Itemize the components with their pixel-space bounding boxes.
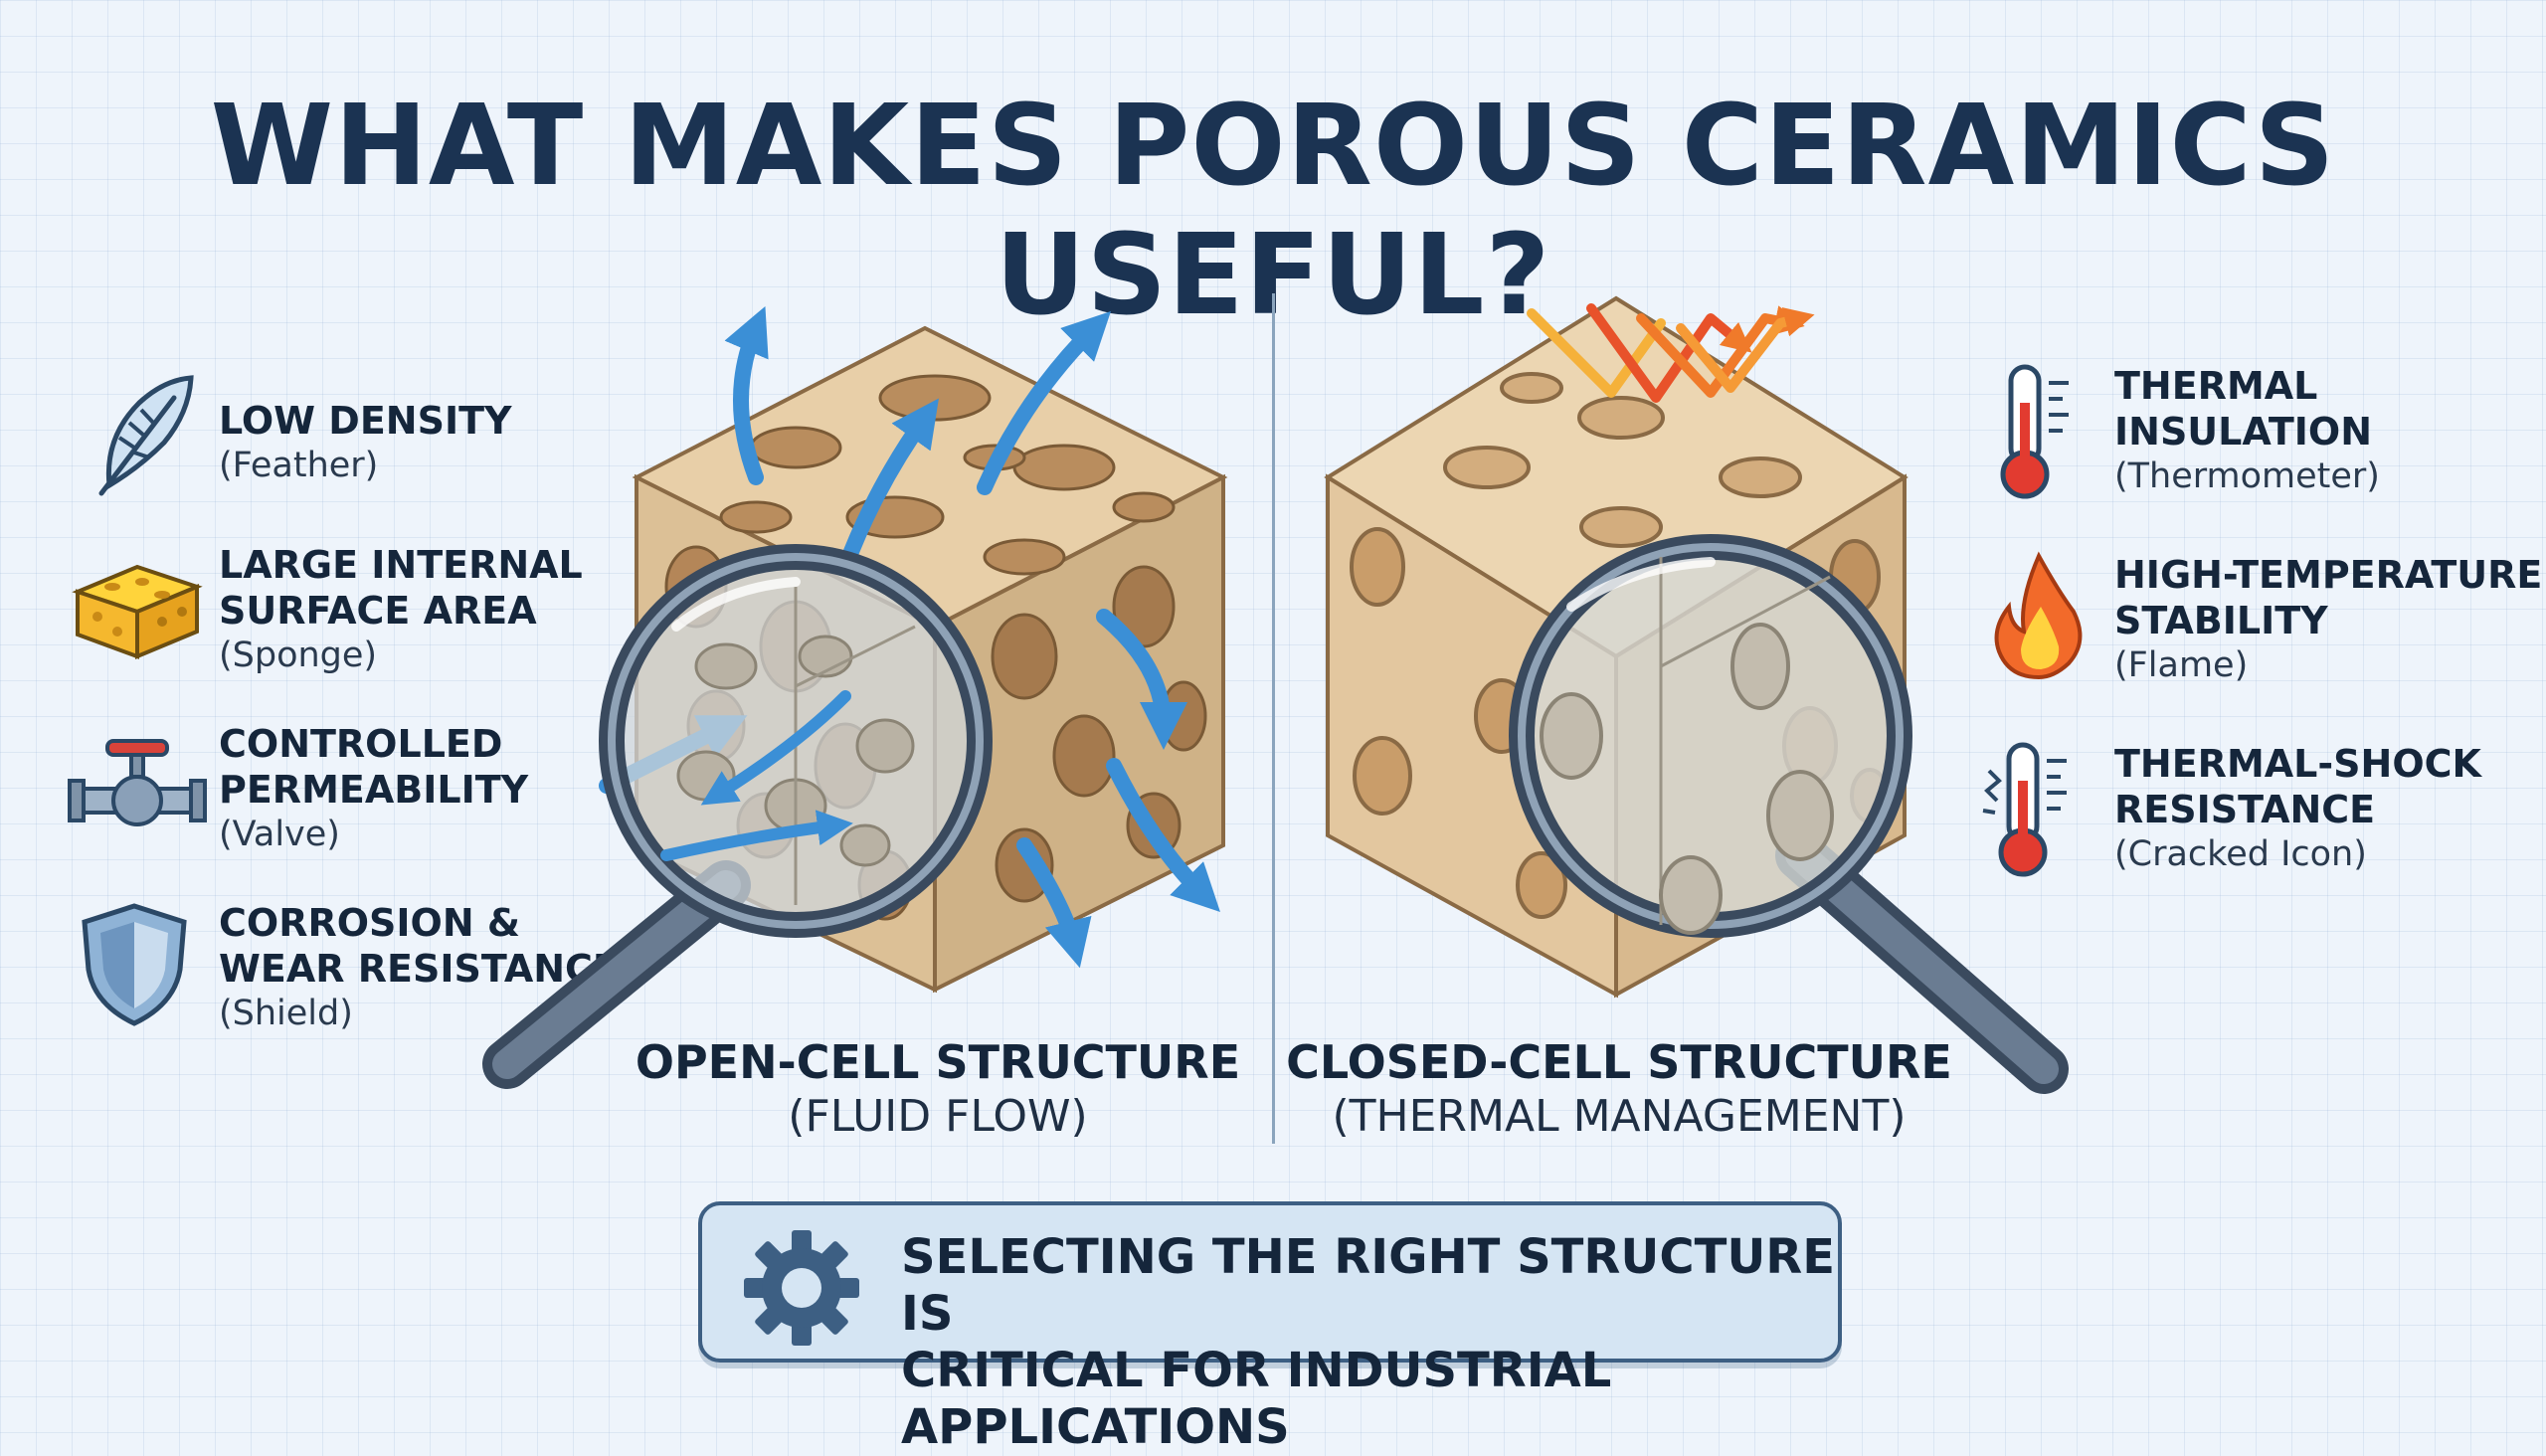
valve-icon bbox=[68, 731, 207, 844]
open-cell-title: OPEN-CELL STRUCTURE bbox=[635, 1035, 1241, 1089]
closed-cell-caption: CLOSED-CELL STRUCTURE (THERMAL MANAGEMEN… bbox=[1271, 1034, 1967, 1144]
feature-subtitle: (Flame) bbox=[2114, 645, 2249, 685]
open-cell-subtitle: (FLUID FLOW) bbox=[788, 1091, 1088, 1142]
feature-title: LARGE INTERNAL SURFACE AREA bbox=[219, 543, 583, 633]
open-cell-caption: OPEN-CELL STRUCTURE (FLUID FLOW) bbox=[590, 1034, 1286, 1144]
feature-title: HIGH-TEMPERATURE STABILITY bbox=[2114, 553, 2543, 642]
center-divider bbox=[1272, 293, 1275, 1144]
closed-cell-subtitle: (THERMAL MANAGEMENT) bbox=[1332, 1091, 1907, 1142]
feature-title: THERMAL INSULATION bbox=[2114, 364, 2373, 454]
feature-subtitle: (Sponge) bbox=[219, 636, 378, 675]
feather-icon bbox=[80, 368, 209, 501]
open-cell-illustration bbox=[467, 288, 1243, 1144]
closed-cell-illustration bbox=[1313, 278, 2089, 1134]
cracked-thermometer-icon bbox=[1979, 741, 2089, 884]
conclusion-banner: SELECTING THE RIGHT STRUCTURE IS CRITICA… bbox=[698, 1201, 1842, 1455]
flame-icon bbox=[1989, 551, 2089, 685]
closed-cell-title: CLOSED-CELL STRUCTURE bbox=[1286, 1035, 1952, 1089]
thermometer-icon bbox=[1999, 363, 2089, 506]
shield-icon bbox=[75, 900, 194, 1033]
gear-icon bbox=[742, 1228, 861, 1352]
banner-text: SELECTING THE RIGHT STRUCTURE IS CRITICA… bbox=[901, 1229, 1836, 1455]
feature-title: LOW DENSITY bbox=[219, 399, 512, 443]
feature-title: CONTROLLED PERMEABILITY bbox=[219, 722, 529, 812]
feature-subtitle: (Cracked Icon) bbox=[2114, 834, 2367, 874]
feature-subtitle: (Thermometer) bbox=[2114, 456, 2380, 496]
sponge-icon bbox=[68, 547, 207, 670]
page-title: WHAT MAKES POROUS CERAMICS USEFUL? bbox=[210, 82, 2336, 340]
feature-subtitle: (Feather) bbox=[219, 446, 379, 485]
feature-subtitle: (Shield) bbox=[219, 994, 353, 1033]
feature-title: THERMAL-SHOCK RESISTANCE bbox=[2114, 742, 2481, 831]
feature-subtitle: (Valve) bbox=[219, 815, 340, 854]
